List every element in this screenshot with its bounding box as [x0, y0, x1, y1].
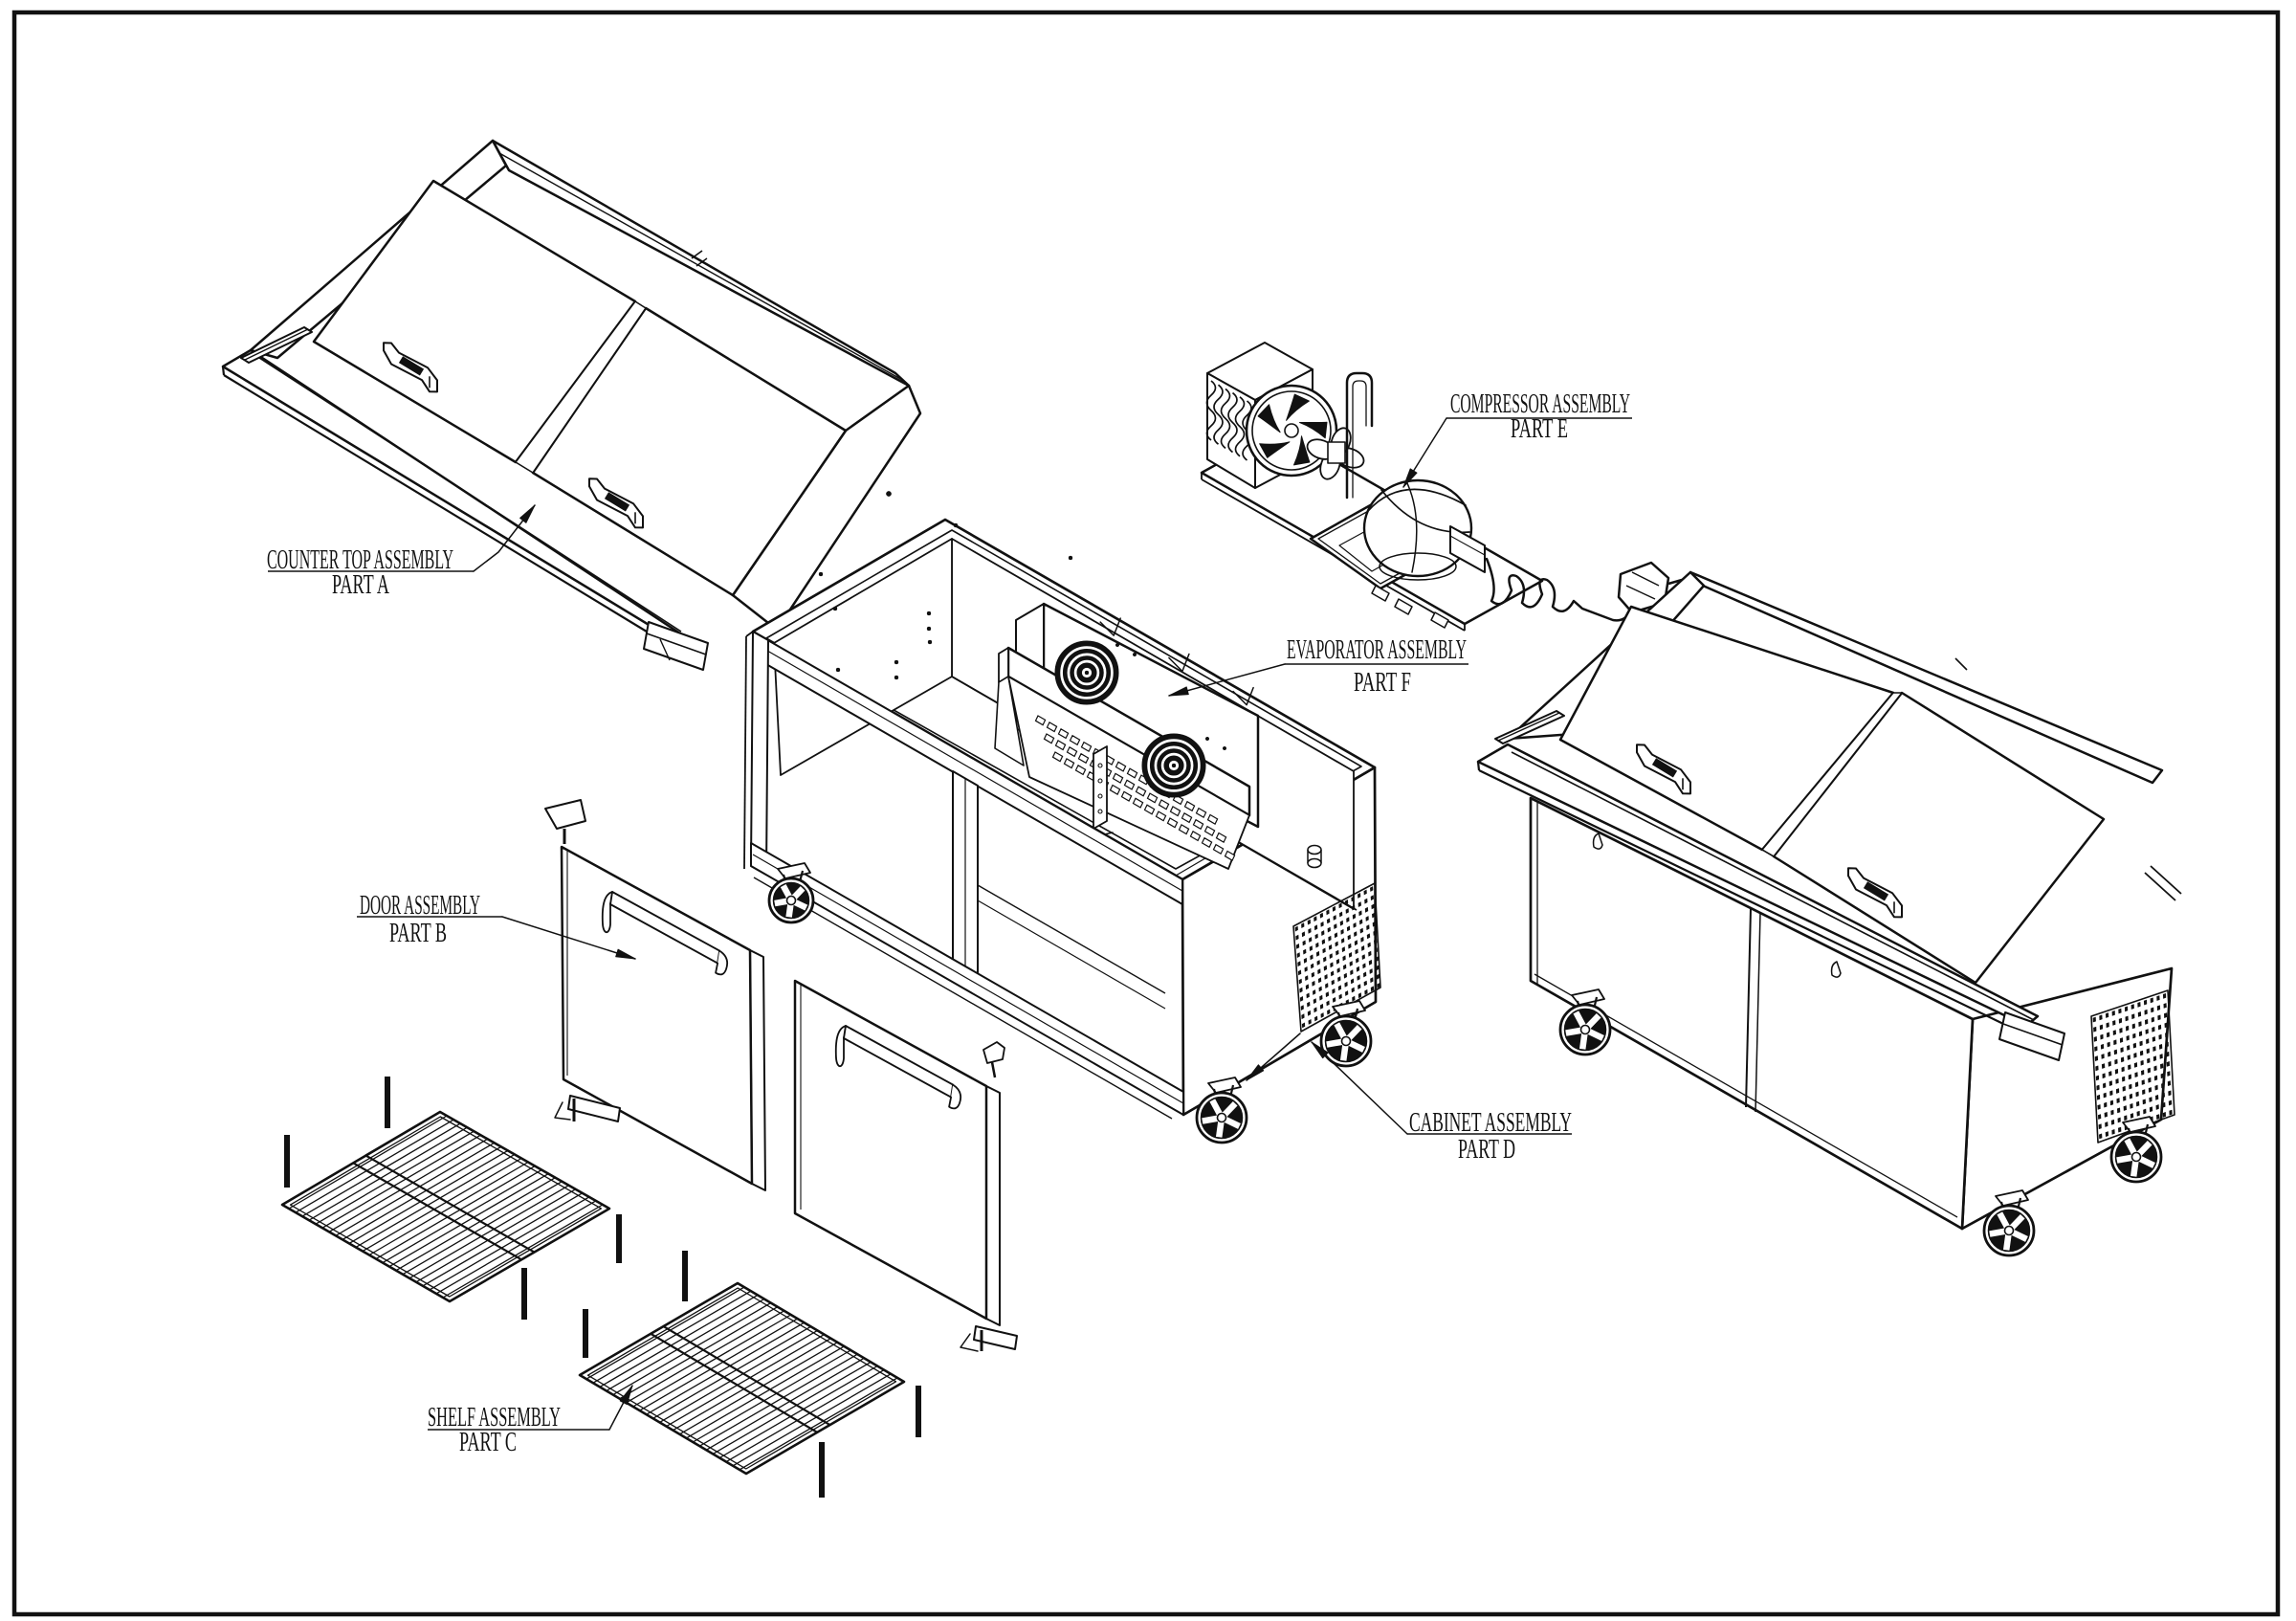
svg-text:PART A: PART A — [332, 570, 389, 600]
svg-text:PART B: PART B — [389, 919, 447, 948]
svg-text:COMPRESSOR ASSEMBLY: COMPRESSOR ASSEMBLY — [1450, 389, 1630, 419]
svg-text:DOOR ASSEMBLY: DOOR ASSEMBLY — [360, 891, 480, 921]
svg-text:EVAPORATOR ASSEMBLY: EVAPORATOR ASSEMBLY — [1287, 635, 1467, 665]
svg-text:PART D: PART D — [1458, 1135, 1515, 1165]
svg-text:PART C: PART C — [459, 1428, 517, 1457]
svg-text:PART F: PART F — [1354, 668, 1411, 698]
svg-text:SHELF ASSEMBLY: SHELF ASSEMBLY — [428, 1403, 561, 1432]
svg-text:COUNTER TOP ASSEMBLY: COUNTER TOP ASSEMBLY — [267, 545, 453, 575]
svg-text:CABINET ASSEMBLY: CABINET ASSEMBLY — [1409, 1108, 1572, 1138]
svg-text:PART E: PART E — [1511, 414, 1568, 444]
